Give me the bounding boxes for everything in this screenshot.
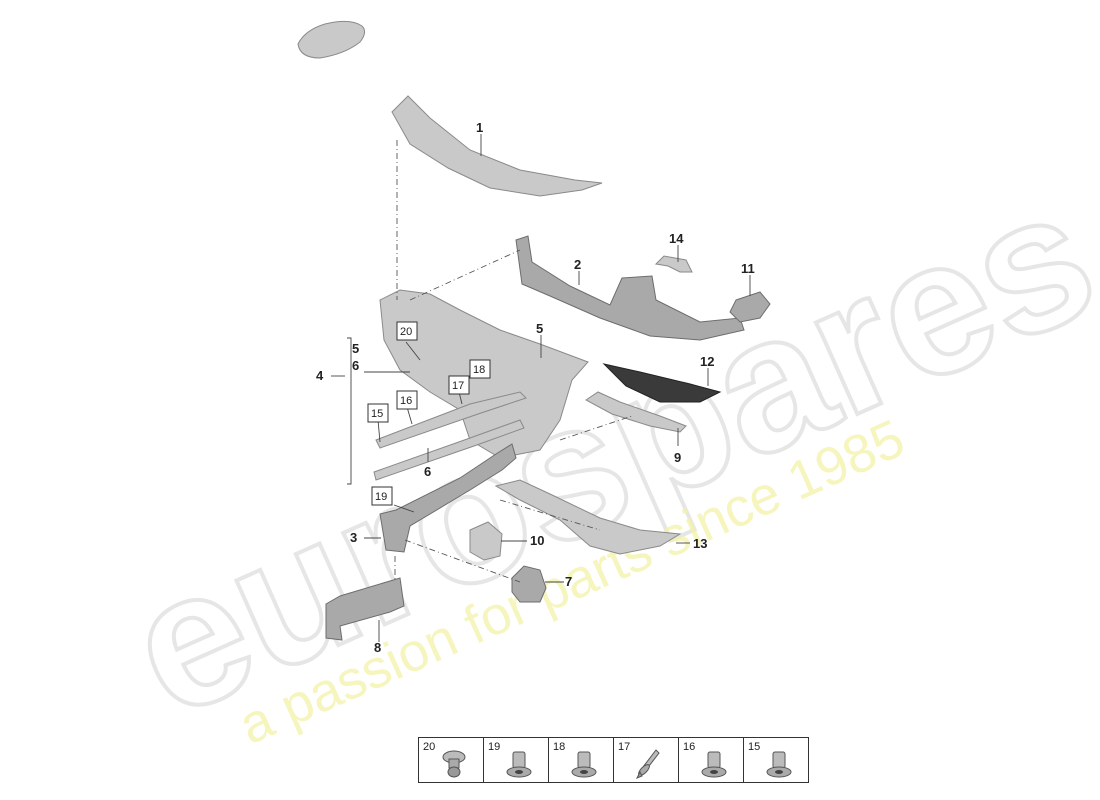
callout-14: 14 <box>669 231 684 246</box>
fastener-cell-19: 19 <box>483 737 549 783</box>
callouts: 1 2 3 4 5 6 5 6 7 8 9 10 11 12 13 14 <box>316 120 755 655</box>
callout-3: 3 <box>350 530 357 545</box>
assembly-lines <box>394 140 633 583</box>
part-2-cross-member <box>515 235 745 341</box>
fastener-number: 15 <box>748 741 761 753</box>
boxed-label-16: 16 <box>400 395 412 407</box>
blind-rivet-icon <box>635 749 660 779</box>
callout-11: 11 <box>741 261 755 276</box>
fastener-number: 19 <box>488 741 501 753</box>
fastener-table-row: 20 19 18 17 <box>418 737 809 783</box>
boxed-label-15: 15 <box>371 408 383 420</box>
part-3-side-member <box>379 443 517 553</box>
callout-12: 12 <box>700 354 714 369</box>
callout-2: 2 <box>574 257 581 272</box>
part-11-bracket <box>729 291 771 323</box>
flange-nut-icon <box>506 751 532 778</box>
fastener-number: 17 <box>618 741 631 753</box>
fastener-cell-20: 20 <box>418 737 484 783</box>
callout-8: 8 <box>374 640 381 655</box>
fastener-cell-15: 15 <box>743 737 809 783</box>
fastener-number: 20 <box>423 741 436 753</box>
callout-5: 5 <box>536 321 543 336</box>
fastener-cell-18: 18 <box>548 737 614 783</box>
push-rivet-icon <box>442 750 466 778</box>
part-1-cowl-panel <box>391 95 603 197</box>
leader-lines <box>331 134 751 642</box>
fastener-number: 16 <box>683 741 696 753</box>
fastener-table: 20 19 18 17 <box>418 737 809 783</box>
boxed-label-20: 20 <box>400 326 412 338</box>
callout-7: 7 <box>565 574 572 589</box>
part-14-bracket <box>654 255 693 273</box>
callout-6-group: 6 <box>352 358 359 373</box>
callout-1: 1 <box>476 120 483 135</box>
part-8-bumper-support <box>325 577 405 641</box>
part-6-rail-upper <box>375 391 527 449</box>
flange-nut-icon <box>766 751 792 778</box>
boxed-label-19: 19 <box>375 491 387 503</box>
callout-13: 13 <box>693 536 707 551</box>
callout-9: 9 <box>674 450 681 465</box>
watermark: eurospares a passion for parts since 198… <box>98 145 1100 759</box>
boxed-label-17: 17 <box>452 380 464 392</box>
watermark-brand: eurospares <box>100 147 1100 757</box>
flange-nut-icon <box>701 751 727 778</box>
part-12-shield <box>602 363 722 403</box>
flange-nut-icon <box>571 751 597 778</box>
fastener-cell-16: 16 <box>678 737 744 783</box>
fastener-number: 18 <box>553 741 566 753</box>
callout-10: 10 <box>530 533 544 548</box>
part-6-rail-lower <box>373 419 525 481</box>
callout-5-group: 5 <box>352 341 359 356</box>
boxed-label-18: 18 <box>473 364 485 376</box>
callout-4: 4 <box>316 368 324 383</box>
fastener-cell-17: 17 <box>613 737 679 783</box>
callout-6: 6 <box>424 464 431 479</box>
part-7-mount <box>511 565 547 603</box>
part-10-bracket <box>469 521 503 561</box>
boxed-labels: 20 18 17 16 15 19 <box>367 321 491 506</box>
part-13-tray <box>494 479 682 555</box>
car-silhouette-icon <box>297 20 366 59</box>
